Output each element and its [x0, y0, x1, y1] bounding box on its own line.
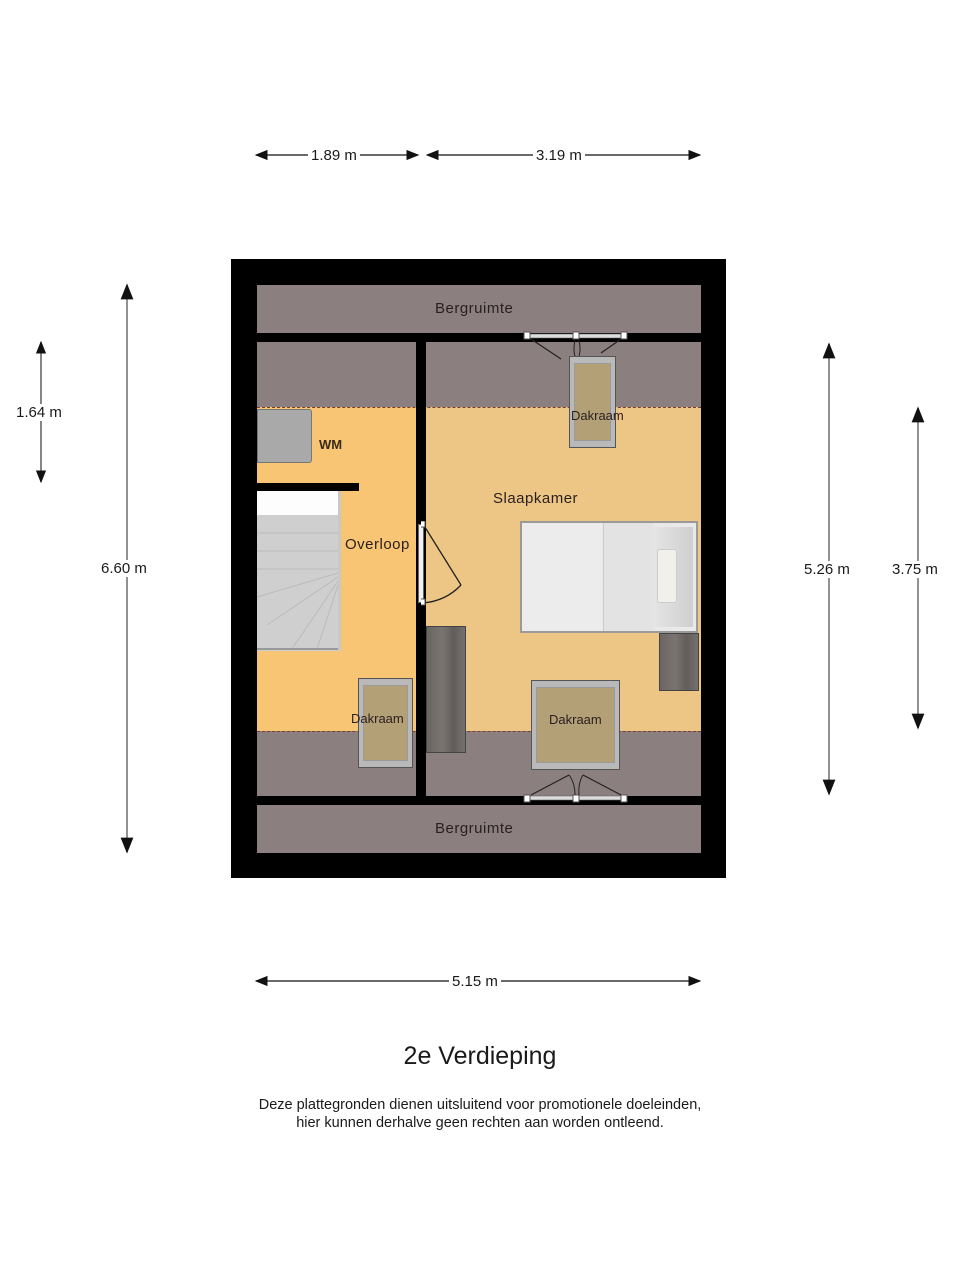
nightstand [659, 633, 699, 691]
wardrobe [426, 626, 466, 753]
disclaimer-line-2: hier kunnen derhalve geen rechten aan wo… [296, 1115, 664, 1131]
double-bed [520, 521, 698, 633]
dimension-label-top-left: 1.89 m [308, 147, 360, 164]
stair-wall [257, 483, 359, 491]
bedroom-low-ceiling-top [426, 342, 701, 407]
floor-title: 2e Verdieping [403, 1042, 557, 1070]
label-washing-machine: WM [319, 437, 343, 452]
dimension-label-top-right: 3.19 m [533, 147, 585, 164]
room-label-landing: Overloop [345, 536, 410, 553]
disclaimer: Deze plattegronden dienen uitsluitend vo… [0, 1096, 960, 1132]
dimension-label-left-total: 6.60 m [98, 560, 150, 577]
room-label-bedroom: Slaapkamer [493, 490, 579, 507]
room-label-storage-top: Bergruimte [435, 300, 514, 317]
dimension-label-right-inner: 5.26 m [801, 561, 853, 578]
room-label-storage-bottom: Bergruimte [435, 820, 514, 837]
bed-duvet [522, 523, 602, 631]
dimension-label-left-small: 1.64 m [13, 404, 65, 421]
pillow [657, 549, 677, 603]
washing-machine [257, 409, 312, 463]
stair-top-landing [257, 491, 338, 516]
label-skylight-bedroom-top: Dakraam [571, 408, 624, 423]
ceiling-line-bottom [257, 731, 701, 732]
skylight-bedroom-top [569, 356, 616, 448]
label-skylight-bedroom-bottom: Dakraam [549, 712, 602, 727]
landing-low-ceiling-top [257, 342, 416, 407]
door-swing-arc [421, 521, 462, 606]
room-storage-top [257, 285, 701, 333]
wall-bottom-inner [257, 796, 701, 805]
label-skylight-landing: Dakraam [351, 711, 404, 726]
room-storage-bottom [257, 805, 701, 853]
dimension-label-bottom: 5.15 m [449, 973, 501, 990]
skylight-bedroom-bottom [531, 680, 620, 770]
stair-steps [257, 515, 338, 651]
dimension-label-right-outer: 3.75 m [889, 561, 941, 578]
staircase [257, 491, 341, 651]
storage-bottom-double-door[interactable] [523, 769, 633, 805]
disclaimer-line-1: Deze plattegronden dienen uitsluitend vo… [258, 1097, 702, 1113]
wall-top-inner [257, 333, 701, 342]
storage-top-double-door[interactable] [523, 331, 633, 371]
skylight-landing [358, 678, 413, 768]
floor-plan-outer-wall: Bergruimte Bergruimte WM Overloop Dakraa [231, 259, 726, 878]
bed-fold [603, 523, 654, 631]
ceiling-line-top [257, 407, 701, 408]
